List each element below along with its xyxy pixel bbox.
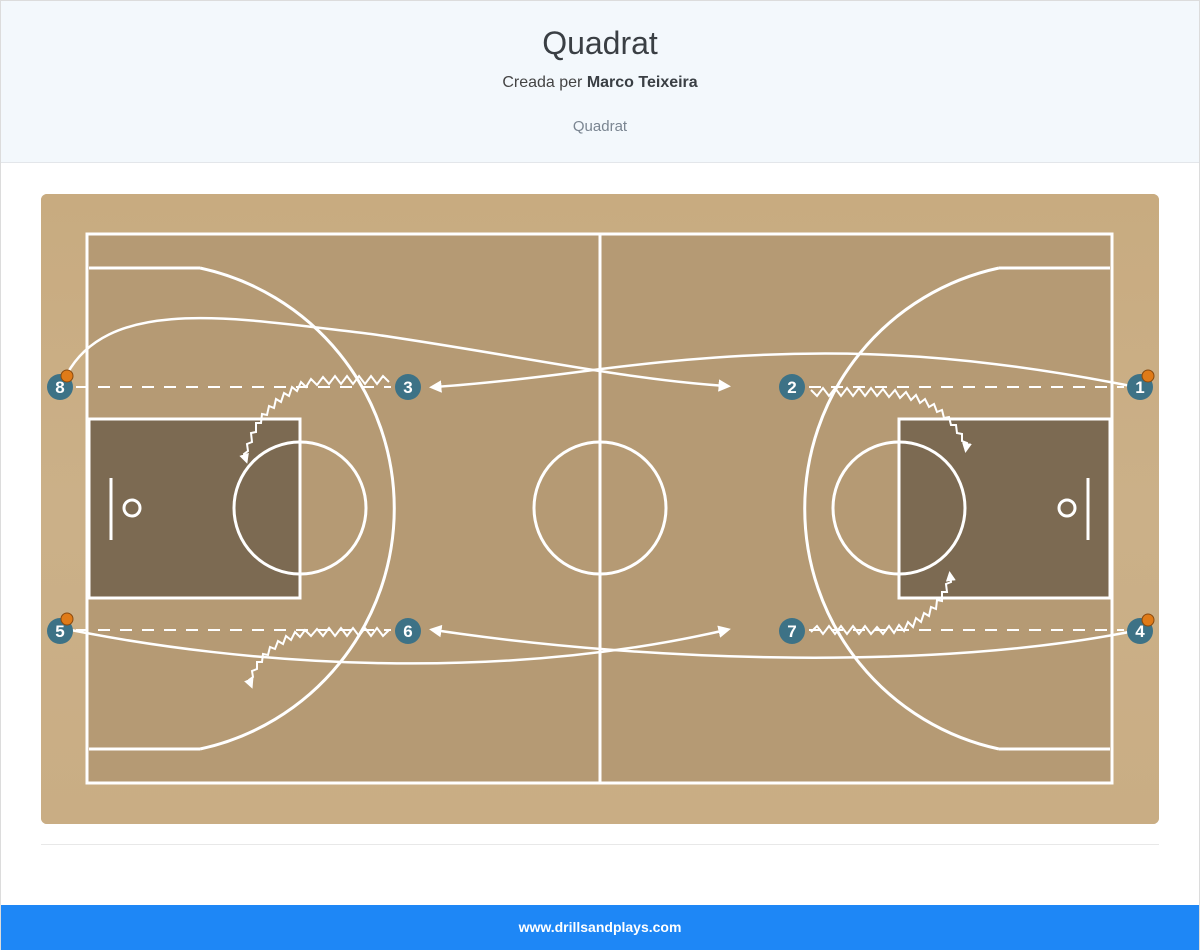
player-2-label: 2 — [787, 378, 796, 397]
player-8-label: 8 — [55, 378, 64, 397]
player-4[interactable]: 4 — [1127, 613, 1155, 644]
court-lines — [89, 234, 1110, 783]
header: Quadrat Creada per Marco Teixeira Quadra… — [1, 1, 1199, 163]
court-diagram: 1 2 3 4 5 6 7 8 — [41, 194, 1159, 824]
player-6-label: 6 — [403, 622, 412, 641]
ball-icon — [60, 612, 74, 626]
footer: www.drillsandplays.com — [1, 905, 1199, 950]
player-1-label: 1 — [1135, 378, 1144, 397]
player-4-label: 4 — [1135, 622, 1145, 641]
player-3-label: 3 — [403, 378, 412, 397]
cut-paths — [65, 316, 1132, 665]
player-3[interactable]: 3 — [395, 374, 421, 400]
ball-icon — [60, 369, 74, 383]
player-6[interactable]: 6 — [395, 618, 421, 644]
divider — [41, 844, 1159, 845]
player-8[interactable]: 8 — [47, 369, 74, 400]
author-prefix: Creada per — [502, 74, 583, 91]
player-7[interactable]: 7 — [779, 618, 805, 644]
player-5[interactable]: 5 — [47, 612, 74, 644]
left-paint — [87, 417, 302, 600]
ball-icon — [1141, 369, 1155, 383]
author-line: Creada per Marco Teixeira — [1, 74, 1199, 92]
dribble-paths — [239, 374, 972, 689]
player-2[interactable]: 2 — [779, 374, 805, 400]
author-name: Marco Teixeira — [586, 74, 698, 91]
ball-icon — [1141, 613, 1155, 627]
footer-site-link[interactable]: www.drillsandplays.com — [518, 919, 682, 935]
player-1[interactable]: 1 — [1127, 369, 1155, 400]
right-paint — [897, 417, 1112, 600]
player-7-label: 7 — [787, 622, 796, 641]
player-5-label: 5 — [55, 622, 64, 641]
page-title: Quadrat — [542, 25, 658, 61]
category-link[interactable]: Quadrat — [572, 118, 628, 135]
court-svg: 1 2 3 4 5 6 7 8 — [41, 194, 1159, 824]
